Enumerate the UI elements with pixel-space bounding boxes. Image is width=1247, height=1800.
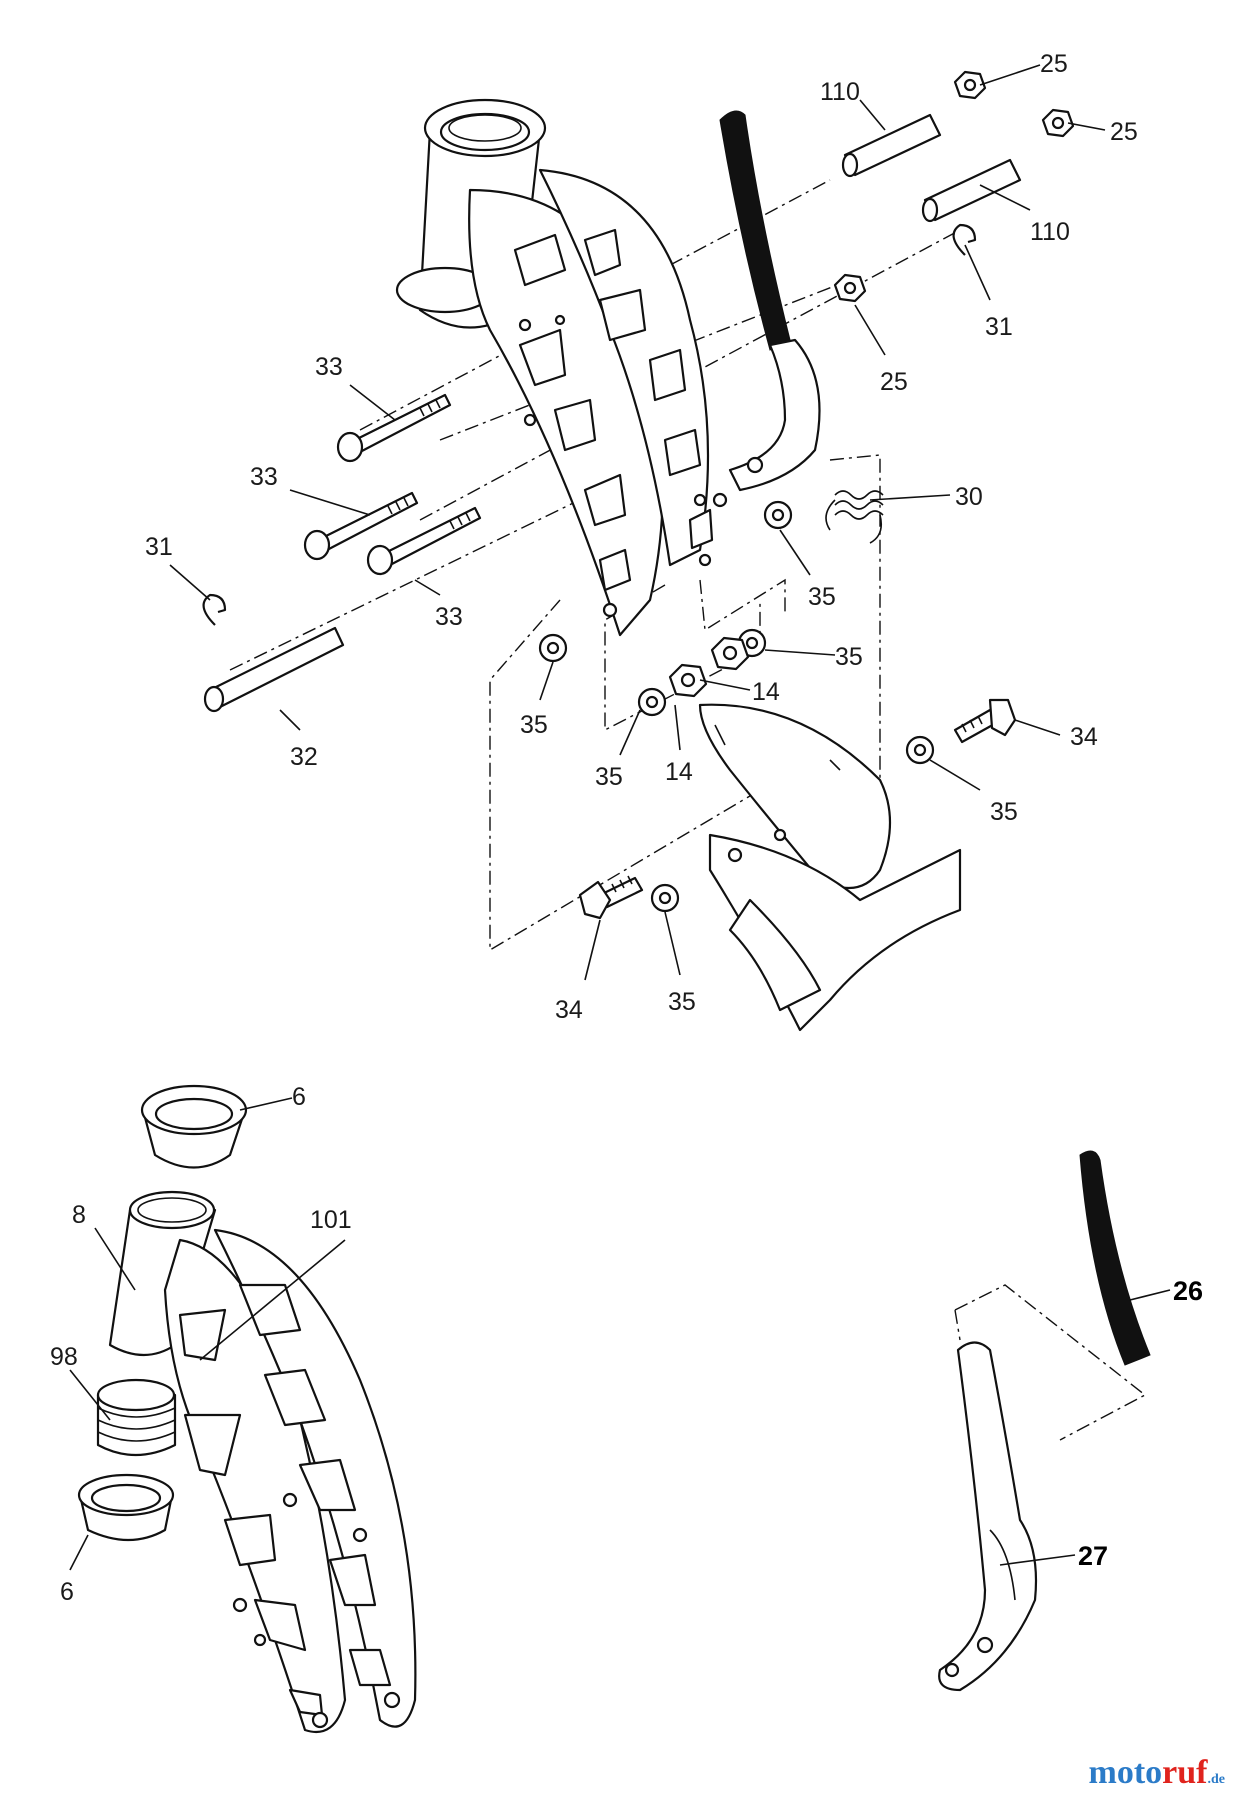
nut-25-c [833,273,867,303]
locknut-14-a [668,663,708,698]
label-14-a: 14 [752,678,780,706]
label-27: 27 [1078,1541,1108,1571]
bolt-33-mid [303,491,419,561]
locknut-14-b [710,636,750,671]
spring [825,490,884,544]
nut-25-b [1041,108,1075,138]
label-30: 30 [955,483,983,511]
pin-110-lower [921,158,1022,223]
bolt-34-left [578,875,644,920]
assembly-line-right [799,454,881,816]
assembly-line-bracket-left [489,599,761,952]
fork-blade-right [538,168,710,567]
bolt-33-top [336,393,452,463]
bolt-33-low [366,506,482,576]
lever-grip [719,110,791,351]
bolt-34-right [953,698,1017,744]
fork-cutouts [513,228,714,618]
label-33-a: 33 [315,353,343,381]
label-6-a: 6 [292,1083,306,1111]
label-33-c: 33 [435,603,463,631]
label-110-b: 110 [1030,218,1070,246]
bearing-cup-bottom [77,1473,175,1542]
label-35-b: 35 [835,643,863,671]
watermark-tld: .de [1207,1772,1226,1787]
label-101: 101 [310,1206,352,1234]
lever-arm [728,338,821,492]
lower-fork-assembly: 6 8 101 98 6 [50,1083,417,1734]
label-6-b: 6 [60,1578,74,1606]
leader-lines-upper [169,64,1106,981]
pin-110-upper [841,113,942,178]
assembly-line-lever [954,1284,1147,1441]
upper-assembly: 110 25 25 110 31 25 33 33 33 31 32 30 35… [145,50,1138,1032]
lever-27 [938,1341,1038,1692]
label-8: 8 [72,1201,86,1229]
brake-bracket [698,703,962,1032]
nut-25-a [953,70,987,100]
eclip-31-right [952,223,977,256]
label-31-a: 31 [985,313,1013,341]
label-25-a: 25 [1040,50,1068,78]
lower-lever-parts: 26 27 [938,1150,1203,1692]
grip-26 [1079,1150,1151,1366]
watermark-brand-a: moto [1088,1754,1163,1791]
watermark-logo: motoruf.de [1089,1754,1225,1792]
eclip-31-left [202,593,227,626]
watermark-brand-b: ruf [1162,1754,1208,1791]
label-98: 98 [50,1343,78,1371]
axle-pin-32 [203,626,345,713]
label-32: 32 [290,743,318,771]
threaded-ring-98 [96,1378,177,1457]
label-35-c: 35 [520,711,548,739]
label-25-c: 25 [880,368,908,396]
label-35-d: 35 [595,763,623,791]
label-14-b: 14 [665,758,693,786]
label-33-b: 33 [250,463,278,491]
label-25-b: 25 [1110,118,1138,146]
label-35-f: 35 [668,988,696,1016]
label-26: 26 [1173,1276,1203,1306]
label-34-a: 34 [1070,723,1098,751]
brake-lever [712,110,821,508]
label-35-a: 35 [808,583,836,611]
fork-101-cutouts [178,1283,401,1729]
label-110-a: 110 [820,78,860,106]
label-35-e: 35 [990,798,1018,826]
label-34-b: 34 [555,996,583,1024]
label-31-b: 31 [145,533,173,561]
bearing-cup-top [140,1084,248,1169]
